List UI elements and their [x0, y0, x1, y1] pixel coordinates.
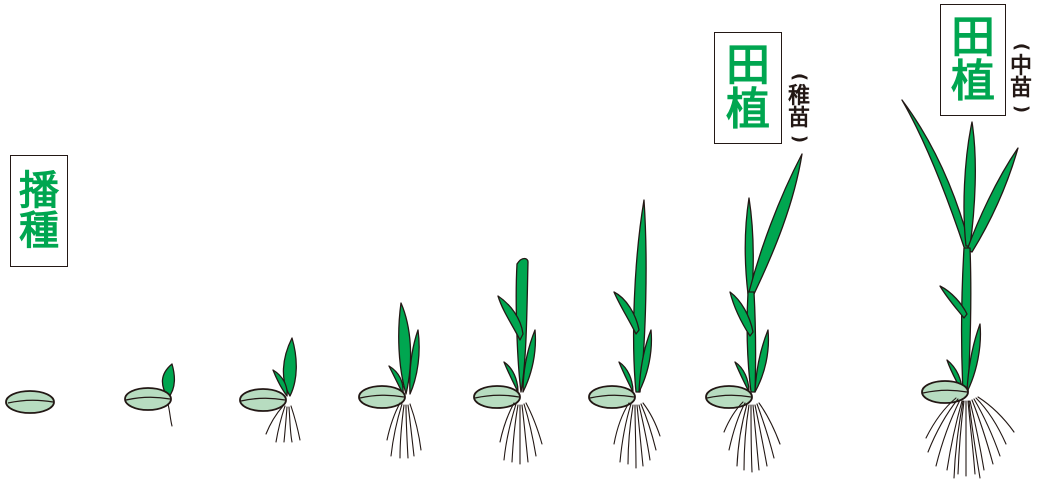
transplant-middle-char-1: 田: [951, 16, 995, 60]
stage-sprout: [125, 364, 174, 426]
note-paren-close: ): [1012, 105, 1030, 113]
note-char-2: 苗: [1010, 78, 1032, 100]
stage-middle-seedling: [902, 100, 1018, 478]
stage-6: [589, 200, 660, 468]
sowing-char-2: 種: [19, 211, 59, 251]
stage-4: [359, 303, 421, 458]
note-paren-close: ): [790, 135, 808, 143]
sowing-char-1: 播: [19, 171, 59, 211]
note-char-1: 中: [1010, 56, 1032, 78]
transplant-young-char-1: 田: [726, 44, 770, 88]
note-paren-open: (: [1012, 43, 1030, 51]
stage-3: [240, 338, 300, 442]
sowing-label: 播 種: [10, 155, 68, 267]
stage-young-seedling: [706, 154, 802, 472]
stage-seed: [6, 391, 54, 413]
transplant-young-label: 田 植: [714, 32, 782, 144]
transplant-middle-label: 田 植: [940, 4, 1006, 116]
note-char-2: 苗: [788, 108, 810, 130]
note-char-1: 稚: [788, 86, 810, 108]
transplant-middle-note: ( 中 苗 ): [1008, 38, 1034, 118]
transplant-young-char-2: 植: [726, 88, 770, 132]
note-paren-open: (: [790, 73, 808, 81]
transplant-middle-char-2: 植: [951, 60, 995, 104]
stage-5: [474, 259, 542, 465]
transplant-young-note: ( 稚 苗 ): [786, 68, 812, 148]
